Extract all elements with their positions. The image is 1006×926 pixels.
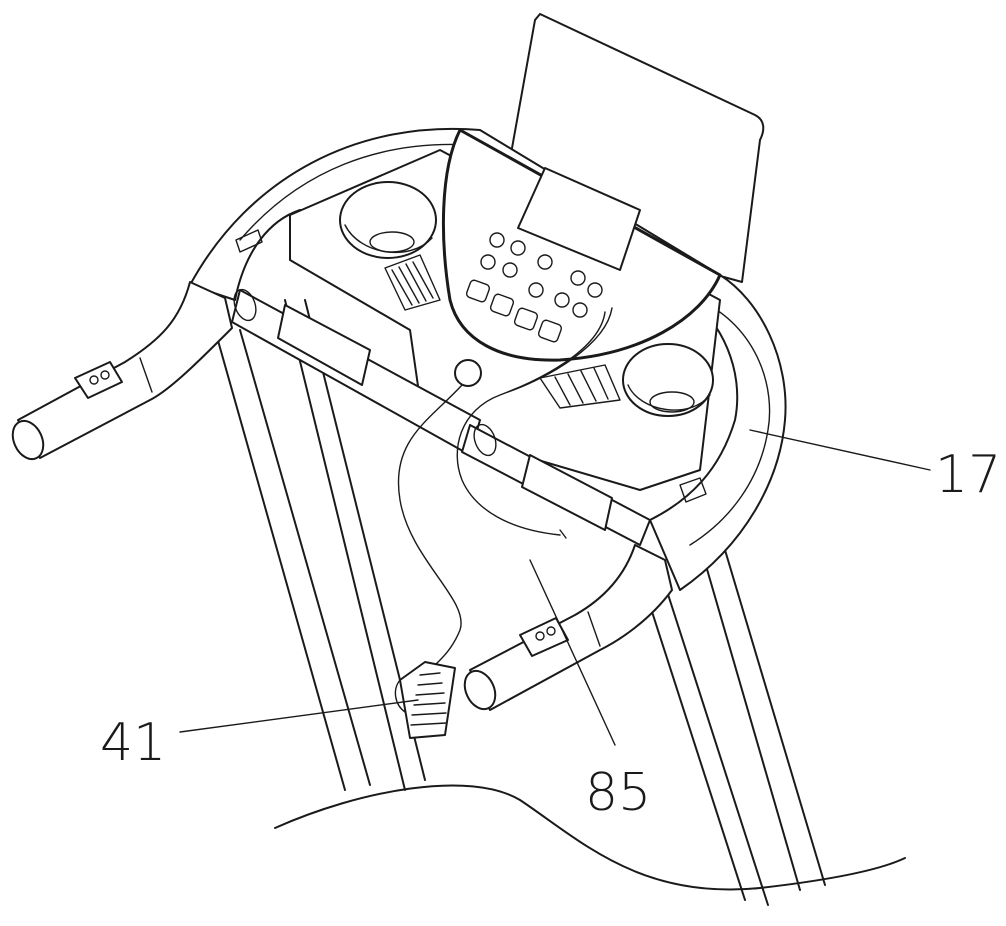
cable-85 bbox=[456, 311, 606, 536]
left-speaker-grille bbox=[384, 254, 441, 311]
safety-key bbox=[454, 359, 482, 387]
right-upright bbox=[644, 539, 826, 906]
label-85: 85 bbox=[585, 763, 651, 823]
lcd-screen bbox=[517, 167, 641, 271]
right-cup-holder bbox=[622, 343, 714, 417]
left-handrail bbox=[11, 281, 233, 461]
right-frame-tab bbox=[679, 477, 707, 503]
pedal-41 bbox=[394, 661, 456, 739]
leader-41 bbox=[179, 699, 419, 733]
right-handrail bbox=[463, 544, 673, 711]
right-speaker-grille bbox=[539, 364, 621, 409]
leader-85 bbox=[529, 559, 616, 746]
label-41: 41 bbox=[100, 713, 166, 773]
leader-17 bbox=[749, 429, 931, 471]
console-frame-inner bbox=[239, 143, 471, 241]
pulse-grip-bar bbox=[231, 288, 651, 546]
control-buttons bbox=[465, 232, 603, 343]
base-outline bbox=[274, 784, 906, 891]
left-cup-holder bbox=[339, 181, 437, 259]
label-17: 17 bbox=[935, 445, 1001, 505]
pedal-cable bbox=[397, 384, 463, 669]
left-frame-tab bbox=[235, 229, 263, 253]
